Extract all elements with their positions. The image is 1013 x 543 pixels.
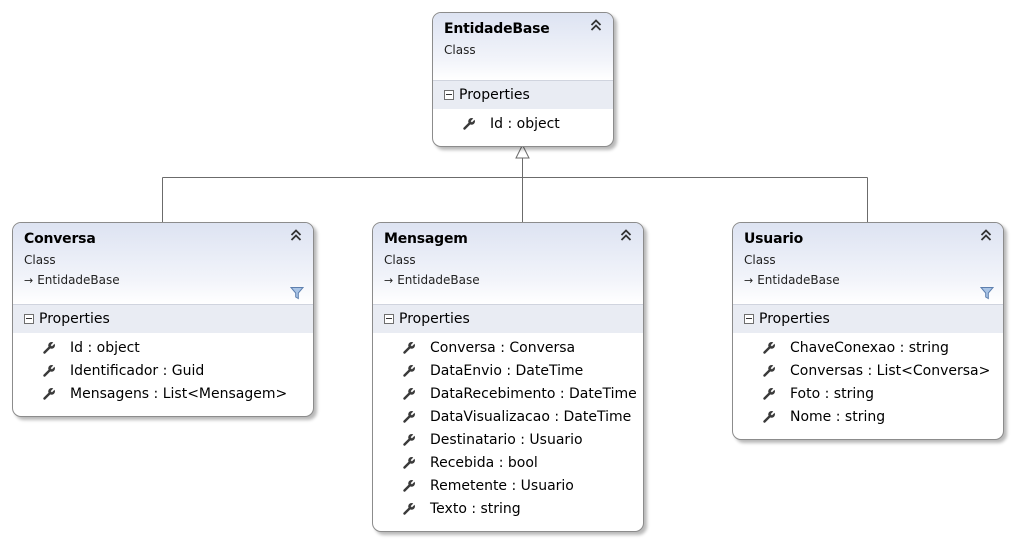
class-kind: Class — [444, 43, 476, 57]
member-item[interactable]: Destinatario : Usuario — [373, 429, 643, 452]
member-text: Recebida : bool — [430, 455, 538, 471]
wrench-icon — [763, 387, 776, 400]
member-item[interactable]: Foto : string — [733, 383, 1003, 406]
member-item[interactable]: Identificador : Guid — [13, 360, 313, 383]
section-header-properties[interactable]: Properties — [373, 305, 643, 333]
wrench-icon — [763, 364, 776, 377]
member-item[interactable]: Nome : string — [733, 406, 1003, 429]
class-kind: Class — [384, 253, 416, 267]
member-text: Texto : string — [430, 501, 521, 517]
class-mensagem[interactable]: Mensagem Class →EntidadeBase Properties … — [372, 222, 644, 532]
class-base: →EntidadeBase — [744, 273, 840, 287]
member-text: DataEnvio : DateTime — [430, 363, 584, 379]
inherits-arrow-icon: → — [24, 274, 34, 287]
filter-icon[interactable] — [980, 286, 994, 300]
wrench-icon — [403, 387, 416, 400]
wrench-icon — [403, 410, 416, 423]
class-header: Usuario Class →EntidadeBase — [733, 223, 1003, 305]
double-chevron-up-icon[interactable] — [289, 228, 303, 242]
section-label: Properties — [399, 311, 470, 327]
member-list: Id : object Identificador : Guid Mensage… — [13, 333, 313, 412]
class-entidadebase[interactable]: EntidadeBase Class Properties Id : objec… — [432, 12, 614, 147]
section-header-properties[interactable]: Properties — [13, 305, 313, 333]
minus-box-icon[interactable] — [444, 90, 454, 100]
class-base-name: EntidadeBase — [757, 273, 840, 287]
class-name: Mensagem — [384, 231, 468, 247]
inherits-arrow-icon: → — [384, 274, 394, 287]
member-text: Destinatario : Usuario — [430, 432, 583, 448]
double-chevron-up-icon[interactable] — [979, 228, 993, 242]
member-text: Id : object — [70, 340, 140, 356]
section-header-properties[interactable]: Properties — [433, 81, 613, 109]
member-item[interactable]: Conversa : Conversa — [373, 337, 643, 360]
member-item[interactable]: Remetente : Usuario — [373, 475, 643, 498]
member-list: ChaveConexao : string Conversas : List<C… — [733, 333, 1003, 435]
wrench-icon — [43, 387, 56, 400]
member-item[interactable]: Id : object — [13, 337, 313, 360]
member-item[interactable]: DataEnvio : DateTime — [373, 360, 643, 383]
class-name: Conversa — [24, 231, 96, 247]
member-list: Conversa : Conversa DataEnvio : DateTime… — [373, 333, 643, 527]
member-item[interactable]: DataVisualizacao : DateTime — [373, 406, 643, 429]
class-kind: Class — [24, 253, 56, 267]
member-list: Id : object — [433, 109, 613, 142]
member-text: Remetente : Usuario — [430, 478, 574, 494]
class-base-name: EntidadeBase — [397, 273, 480, 287]
member-text: Mensagens : List<Mensagem> — [70, 386, 288, 402]
member-item[interactable]: DataRecebimento : DateTime — [373, 383, 643, 406]
inherits-arrow-icon: → — [744, 274, 754, 287]
wrench-icon — [403, 479, 416, 492]
minus-box-icon[interactable] — [384, 314, 394, 324]
member-item[interactable]: Conversas : List<Conversa> — [733, 360, 1003, 383]
wrench-icon — [403, 364, 416, 377]
member-text: Foto : string — [790, 386, 874, 402]
class-base: →EntidadeBase — [384, 273, 480, 287]
wrench-icon — [403, 433, 416, 446]
double-chevron-up-icon[interactable] — [619, 228, 633, 242]
wrench-icon — [763, 341, 776, 354]
member-text: ChaveConexao : string — [790, 340, 949, 356]
class-header: EntidadeBase Class — [433, 13, 613, 81]
inheritance-arrow-icon — [515, 143, 530, 159]
wrench-icon — [403, 502, 416, 515]
member-item[interactable]: Mensagens : List<Mensagem> — [13, 383, 313, 406]
class-base-name: EntidadeBase — [37, 273, 120, 287]
wrench-icon — [403, 456, 416, 469]
class-name: EntidadeBase — [444, 21, 550, 37]
class-usuario[interactable]: Usuario Class →EntidadeBase Properties C… — [732, 222, 1004, 440]
double-chevron-up-icon[interactable] — [589, 18, 603, 32]
section-header-properties[interactable]: Properties — [733, 305, 1003, 333]
wrench-icon — [43, 364, 56, 377]
section-label: Properties — [459, 87, 530, 103]
wrench-icon — [763, 410, 776, 423]
class-kind: Class — [744, 253, 776, 267]
member-item[interactable]: Texto : string — [373, 498, 643, 521]
wrench-icon — [403, 341, 416, 354]
member-text: DataVisualizacao : DateTime — [430, 409, 632, 425]
class-header: Mensagem Class →EntidadeBase — [373, 223, 643, 305]
member-text: Nome : string — [790, 409, 886, 425]
wrench-icon — [463, 117, 476, 130]
member-item[interactable]: Id : object — [433, 113, 613, 136]
section-label: Properties — [39, 311, 110, 327]
member-item[interactable]: ChaveConexao : string — [733, 337, 1003, 360]
class-conversa[interactable]: Conversa Class →EntidadeBase Properties … — [12, 222, 314, 417]
section-label: Properties — [759, 311, 830, 327]
minus-box-icon[interactable] — [744, 314, 754, 324]
class-base: →EntidadeBase — [24, 273, 120, 287]
class-header: Conversa Class →EntidadeBase — [13, 223, 313, 305]
member-text: Conversas : List<Conversa> — [790, 363, 991, 379]
member-text: DataRecebimento : DateTime — [430, 386, 637, 402]
filter-icon[interactable] — [290, 286, 304, 300]
class-name: Usuario — [744, 231, 804, 247]
wrench-icon — [43, 341, 56, 354]
member-text: Id : object — [490, 116, 560, 132]
member-text: Conversa : Conversa — [430, 340, 576, 356]
minus-box-icon[interactable] — [24, 314, 34, 324]
member-text: Identificador : Guid — [70, 363, 205, 379]
member-item[interactable]: Recebida : bool — [373, 452, 643, 475]
